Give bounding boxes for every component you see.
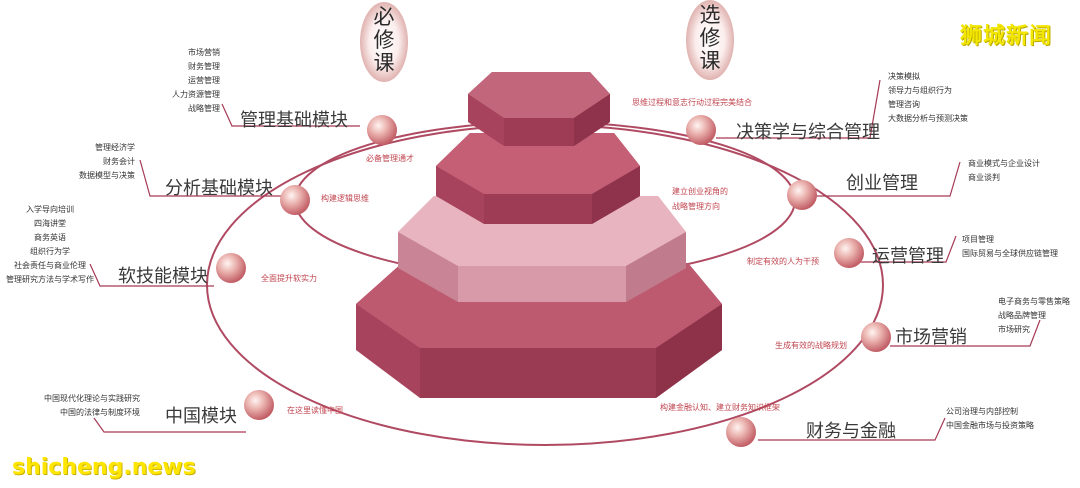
finance-items: 公司治理与内部控制 中国金融市场与投资策略 (946, 407, 1034, 430)
node-ball-decision (686, 115, 716, 145)
module-desc-soft-skills: 全面提升软实力 (261, 274, 317, 283)
module-title-marketing: 市场营销 (895, 327, 967, 348)
elective-courses-label: 选 修 课 (699, 3, 721, 73)
node-ball-operations (834, 238, 864, 268)
management-foundation-items: 市场营销 财务管理 运营管理 人力资源管理 战略管理 (172, 48, 220, 113)
node-ball-china (244, 390, 274, 420)
module-title-finance: 财务与金融 (806, 421, 896, 442)
entrepreneurship-items: 商业模式与企业设计 商业谈判 (968, 159, 1040, 182)
required-oval (360, 2, 408, 82)
module-title-operations: 运营管理 (872, 246, 944, 267)
china-module-items: 中国现代化理论与实践研究 中国的法律与制度环境 (44, 394, 140, 417)
module-desc-marketing: 生成有效的战略规划 (775, 341, 847, 350)
module-desc-operations: 制定有效的人为干预 (747, 257, 819, 266)
operations-items: 项目管理 国际贸易与全球供应链管理 (962, 235, 1058, 258)
node-ball-management-foundation (367, 115, 397, 145)
module-title-soft-skills: 软技能模块 (118, 266, 208, 287)
pyramid-tier-2 (436, 133, 640, 224)
pyramid-tier-3 (398, 196, 686, 302)
brand-watermark: 狮城新闻 (960, 24, 1053, 49)
module-desc-management-foundation: 必备管理通才 (366, 154, 414, 163)
module-desc-decision: 思维过程和意志行动过程完美结合 (632, 98, 752, 107)
leader-lines (89, 79, 1041, 441)
decision-items: 决策模拟 领导力与组织行为 管理咨询 大数据分析与预测决策 (888, 72, 968, 123)
node-ball-entrepreneurship (787, 180, 817, 210)
analysis-foundation-items: 管理经济学 财务会计 数据模型与决策 (79, 143, 135, 180)
module-title-management-foundation: 管理基础模块 (240, 110, 348, 131)
module-desc-entrepreneurship-line2: 战略管理方向 (672, 202, 720, 211)
node-ball-marketing (861, 322, 891, 352)
module-desc-finance: 构建金融认知、建立财务知识框架 (660, 403, 780, 412)
module-title-decision: 决策学与综合管理 (736, 122, 880, 143)
node-ball-soft-skills (216, 253, 246, 283)
elective-oval (686, 0, 734, 80)
module-title-entrepreneurship: 创业管理 (846, 173, 918, 194)
marketing-items: 电子商务与零售策略 战略品牌管理 市场研究 (998, 297, 1070, 334)
node-ball-finance (726, 417, 756, 447)
module-desc-china: 在这里读懂中国 (287, 406, 343, 415)
module-desc-analysis-foundation: 构建逻辑思维 (321, 194, 369, 203)
pyramid-tier-1 (468, 72, 610, 146)
soft-skills-items: 入学导向培训 四海讲堂 商务英语 组织行为学 社会责任与商业伦理 管理研究方法与… (6, 205, 94, 284)
site-watermark: shicheng.news (12, 455, 196, 480)
node-ball-analysis-foundation (280, 185, 310, 215)
module-title-china: 中国模块 (165, 406, 237, 427)
required-courses-label: 必 修 课 (373, 5, 395, 75)
module-title-analysis-foundation: 分析基础模块 (165, 178, 273, 199)
module-desc-entrepreneurship-line1: 建立创业视角的 (672, 187, 728, 196)
